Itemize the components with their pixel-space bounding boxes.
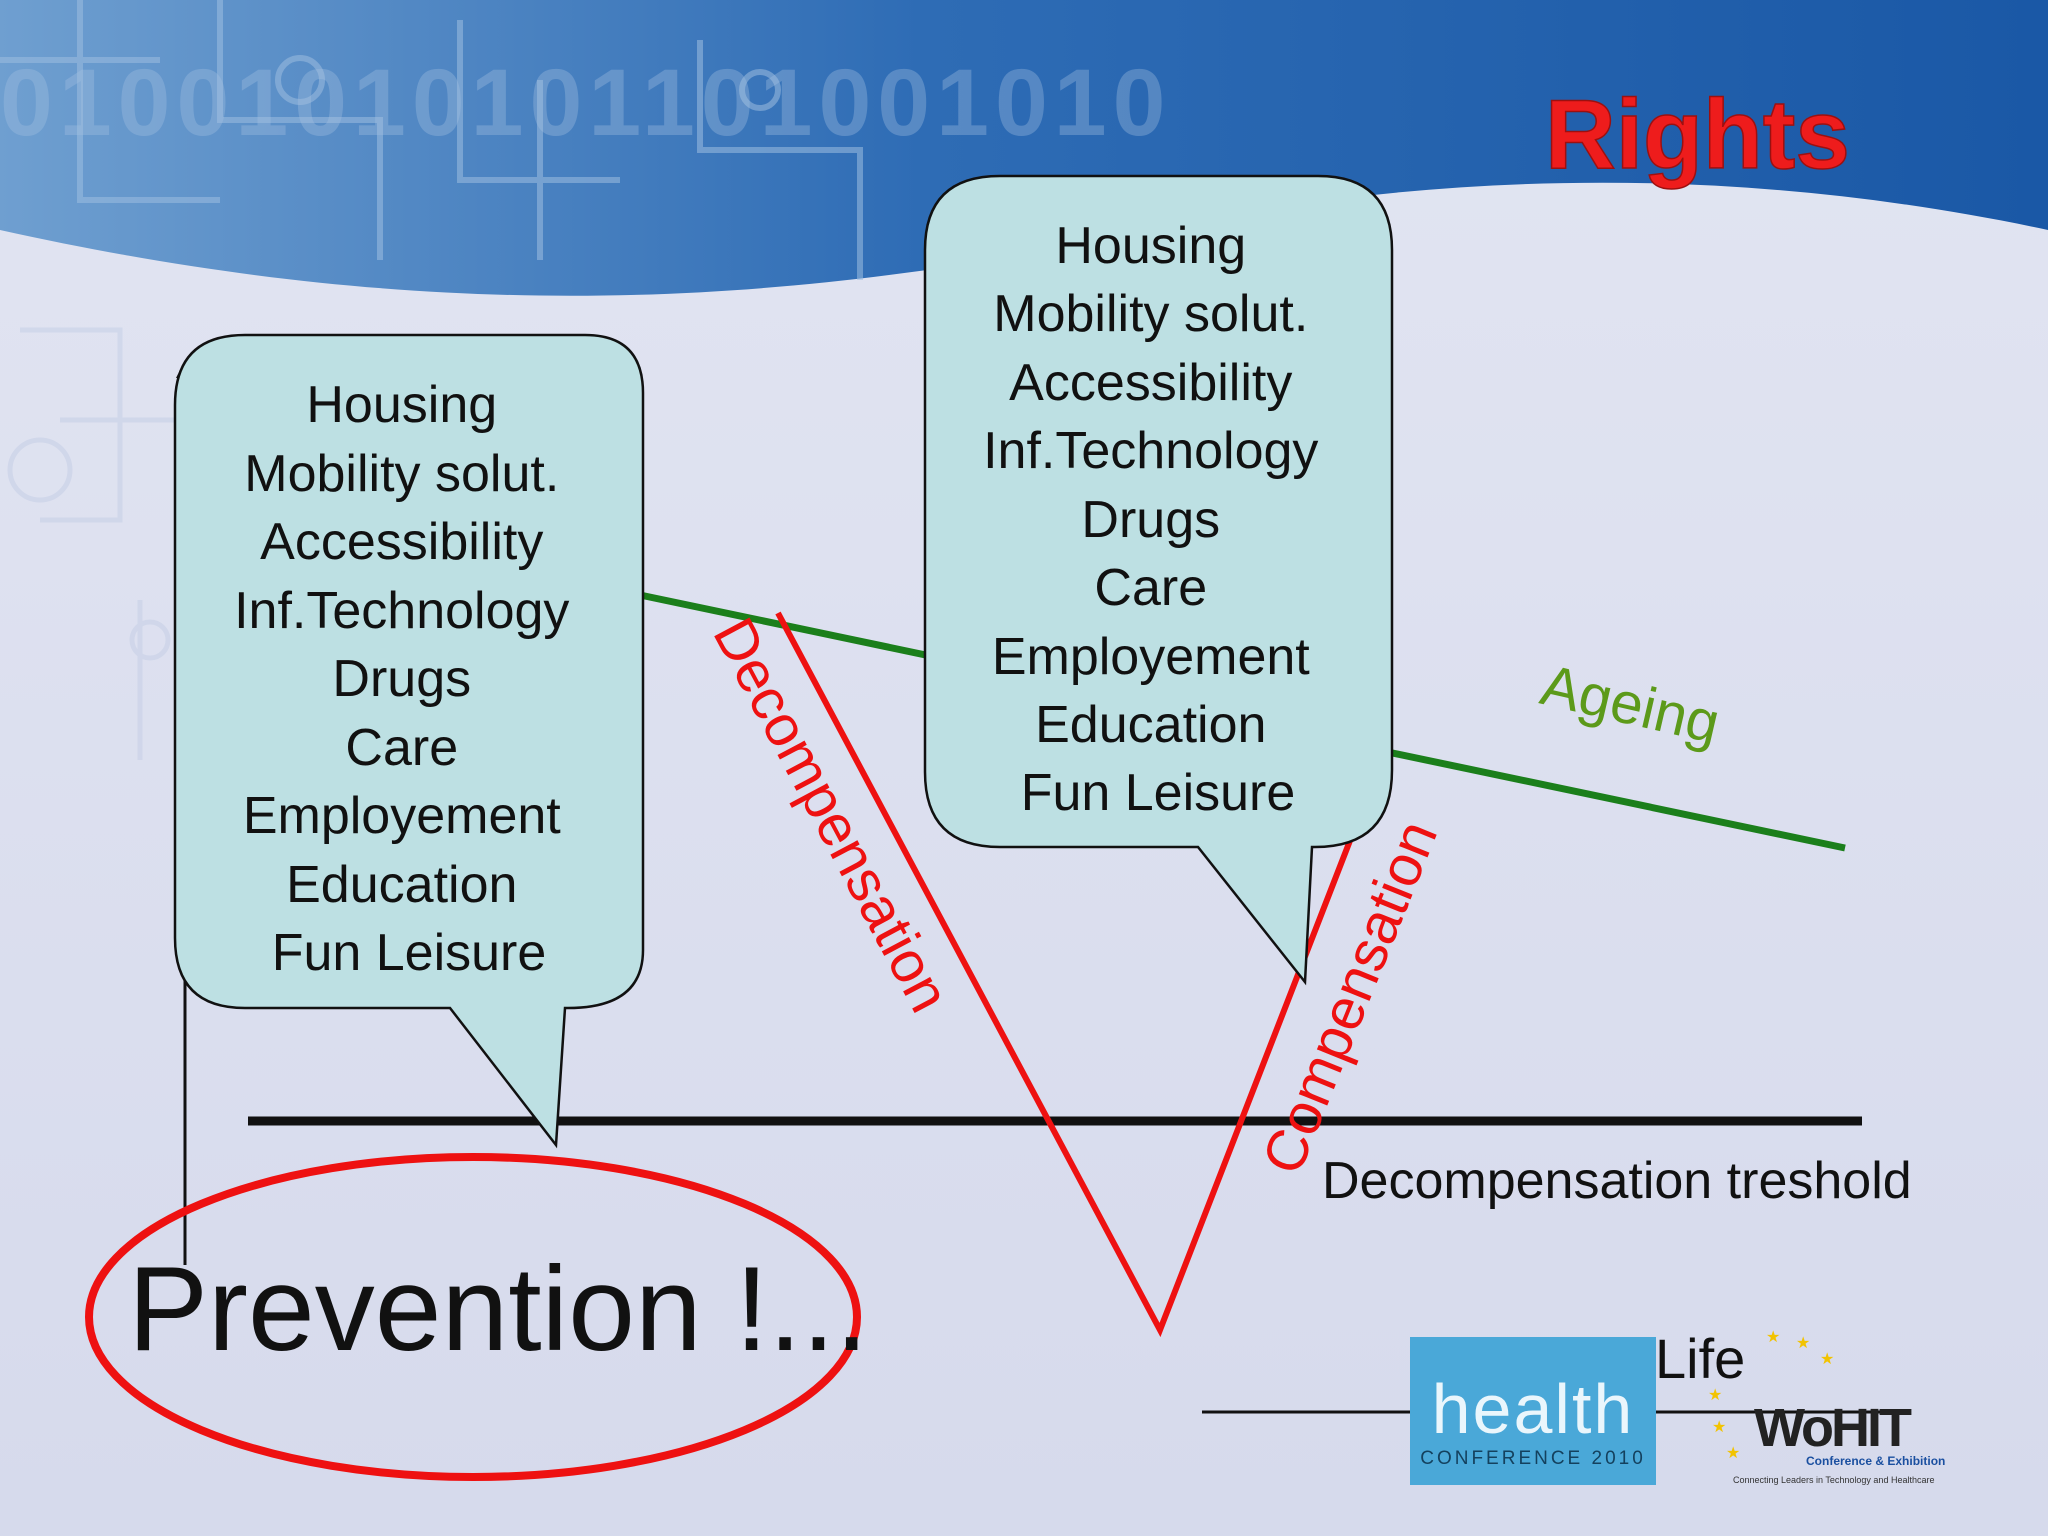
decompensation-compensation-curve [775, 611, 1361, 1338]
bubble-left-item: Mobility solut. [244, 445, 559, 503]
health-conference-logo: health CONFERENCE 2010 [1410, 1337, 1656, 1485]
bubble-left-item: Housing [306, 376, 497, 434]
threshold-label: Decompensation treshold [1322, 1152, 1912, 1210]
bubble-left-item: Fun Leisure [272, 924, 547, 982]
bubble-right-item: Drugs [1081, 491, 1220, 549]
svg-text:★: ★ [1726, 1445, 1740, 1462]
wohit-wordmark: WoHIT [1754, 1398, 1912, 1458]
bubble-left-list: Housing Mobility solut. Accessibility In… [234, 376, 584, 982]
bubble-right-item: Mobility solut. [993, 285, 1308, 343]
bubble-left-item: Drugs [332, 650, 471, 708]
bubble-right-item: Inf.Technology [983, 422, 1318, 480]
health-logo-wordmark: health [1432, 1370, 1635, 1448]
bubble-left-item: Inf.Technology [234, 582, 569, 640]
bubble-left-item: Employement [243, 787, 561, 845]
bubble-right-shape [923, 174, 1394, 986]
svg-text:★: ★ [1766, 1329, 1780, 1346]
health-logo-subtitle: CONFERENCE 2010 [1420, 1448, 1646, 1469]
wohit-logo: Life ★ ★ ★ ★ ★ ★ WoHIT Conference & Exhi… [1655, 1327, 1945, 1485]
prevention-label: Prevention !... [128, 1242, 868, 1376]
bubble-left-item: Education [286, 856, 517, 914]
banner-circuit-pattern [0, 0, 863, 280]
background-circuit-pattern [7, 327, 180, 760]
header-banner [0, 0, 2048, 296]
svg-text:★: ★ [1708, 1387, 1722, 1404]
wohit-life-text: Life [1655, 1327, 1745, 1390]
wohit-tagline: Connecting Leaders in Technology and Hea… [1733, 1475, 1934, 1485]
bubble-right-list: Housing Mobility solut. Accessibility In… [983, 217, 1333, 822]
bubble-right-item: Care [1094, 559, 1207, 617]
bubble-right-item: Housing [1055, 217, 1246, 275]
bubble-right-item: Accessibility [1009, 354, 1292, 412]
bubble-left-item: Accessibility [260, 513, 543, 571]
bubble-left-shape [173, 333, 645, 1149]
prevention-highlight-ellipse [85, 1153, 861, 1481]
bubble-right-item: Fun Leisure [1021, 764, 1296, 822]
bubble-left-item: Care [345, 719, 458, 777]
slide-title: Rights [1545, 79, 1850, 189]
bubble-right-item: Employement [992, 628, 1310, 686]
eu-stars-icon: ★ ★ ★ ★ ★ ★ [1708, 1329, 1834, 1462]
svg-text:★: ★ [1820, 1351, 1834, 1368]
wohit-subtitle: Conference & Exhibition [1806, 1454, 1945, 1468]
svg-text:★: ★ [1796, 1335, 1810, 1352]
bubble-right-item: Education [1035, 696, 1266, 754]
banner-binary-digits: 01001010101101001010 [0, 50, 1171, 156]
svg-text:★: ★ [1712, 1419, 1726, 1436]
